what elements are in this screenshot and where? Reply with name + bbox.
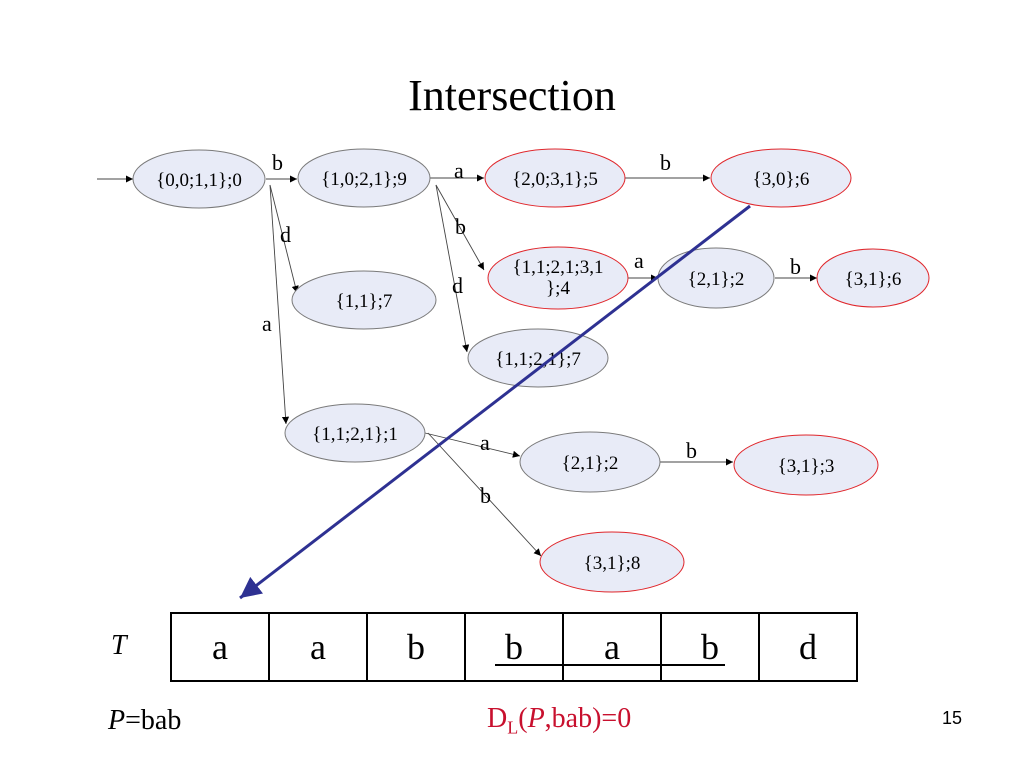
edge-label: b xyxy=(272,150,283,175)
text-row: a a b b a b d xyxy=(170,612,858,682)
state-node-label: {1,1};7 xyxy=(336,291,393,312)
text-cell: a xyxy=(170,612,270,682)
state-node-shape xyxy=(291,270,437,330)
state-node-label: };4 xyxy=(546,278,570,299)
state-node-label: {1,0;2,1};9 xyxy=(321,169,407,190)
edge-n10-n11 xyxy=(424,432,521,458)
state-node: {2,1};2 xyxy=(657,247,775,309)
state-node-shape xyxy=(539,531,685,593)
state-node-label: {2,1};2 xyxy=(688,269,745,290)
edge-n10-n13 xyxy=(427,432,542,557)
slide-title: Intersection xyxy=(408,71,616,120)
state-node: {2,0;3,1};5 xyxy=(484,148,626,208)
state-node: {1,1};7 xyxy=(291,270,437,330)
state-node: {1,1;2,1};7 xyxy=(467,328,609,388)
pointer-arrow xyxy=(239,204,751,600)
pattern-label: P xyxy=(108,705,126,736)
state-node: {3,1};8 xyxy=(539,531,685,593)
state-node-label: {3,1};3 xyxy=(778,456,835,477)
state-node-label: {3,1};6 xyxy=(845,269,902,290)
edge-n2-n5 xyxy=(435,184,485,271)
pattern-value: =bab xyxy=(125,705,182,736)
state-node: {0,0;1,1};0 xyxy=(132,149,266,209)
edge-label: a xyxy=(454,158,464,183)
state-node-label: {1,1;2,1};1 xyxy=(312,424,398,445)
state-node-shape xyxy=(710,148,852,208)
state-node: {3,0};6 xyxy=(710,148,852,208)
state-node-shape xyxy=(487,246,629,310)
edge-label: b xyxy=(686,438,697,463)
distance-variable: P xyxy=(527,703,545,734)
edge-n2-n9 xyxy=(435,184,470,353)
edge-label: b xyxy=(790,254,801,279)
state-node-shape xyxy=(484,148,626,208)
edge-label: d xyxy=(280,222,291,247)
page-number: 15 xyxy=(942,708,963,728)
state-node-shape xyxy=(519,431,661,493)
edge-label: a xyxy=(480,430,490,455)
edge-label: a xyxy=(634,248,644,273)
edge-label: b xyxy=(480,483,491,508)
state-node: {1,1;2,1;3,1};4 xyxy=(487,246,629,310)
text-cell: d xyxy=(758,612,858,682)
distance-prefix: D xyxy=(487,703,508,734)
edge-label: a xyxy=(262,311,272,336)
edge-label: b xyxy=(660,150,671,175)
state-node: {3,1};3 xyxy=(733,434,879,496)
text-cell: a xyxy=(562,612,662,682)
state-node-shape xyxy=(733,434,879,496)
state-node: {1,1;2,1};1 xyxy=(284,403,426,463)
text-cell: b xyxy=(660,612,760,682)
distance-result: DL(P,bab)=0 xyxy=(487,703,631,739)
text-cell: b xyxy=(366,612,466,682)
state-node: {3,1};6 xyxy=(816,248,930,308)
distance-rest: ,bab)=0 xyxy=(544,703,632,734)
state-node-shape xyxy=(132,149,266,209)
distance-subscript: L xyxy=(507,717,519,738)
distance-open-paren: ( xyxy=(518,703,528,734)
text-label: T xyxy=(111,630,127,661)
edge-n1-n10 xyxy=(269,184,290,425)
state-node: {1,0;2,1};9 xyxy=(297,148,431,208)
state-node-label: {1,1;2,1};7 xyxy=(495,349,581,370)
state-node-shape xyxy=(816,248,930,308)
state-node-label: {1,1;2,1;3,1 xyxy=(513,257,604,278)
edge-n1-n8 xyxy=(269,184,299,294)
state-node-label: {0,0;1,1};0 xyxy=(156,170,242,191)
text-cell: b xyxy=(464,612,564,682)
state-node-shape xyxy=(297,148,431,208)
state-node-label: {3,1};8 xyxy=(584,553,641,574)
edge-label: b xyxy=(455,214,466,239)
state-node: {2,1};2 xyxy=(519,431,661,493)
state-node-label: {2,1};2 xyxy=(562,453,619,474)
pattern-definition: P=bab xyxy=(108,705,181,737)
state-node-label: {2,0;3,1};5 xyxy=(512,169,598,190)
text-cell: a xyxy=(268,612,368,682)
state-node-label: {3,0};6 xyxy=(753,169,810,190)
text-string-table: a a b b a b d xyxy=(170,612,858,682)
state-node-shape xyxy=(284,403,426,463)
edge-label: d xyxy=(452,273,463,298)
